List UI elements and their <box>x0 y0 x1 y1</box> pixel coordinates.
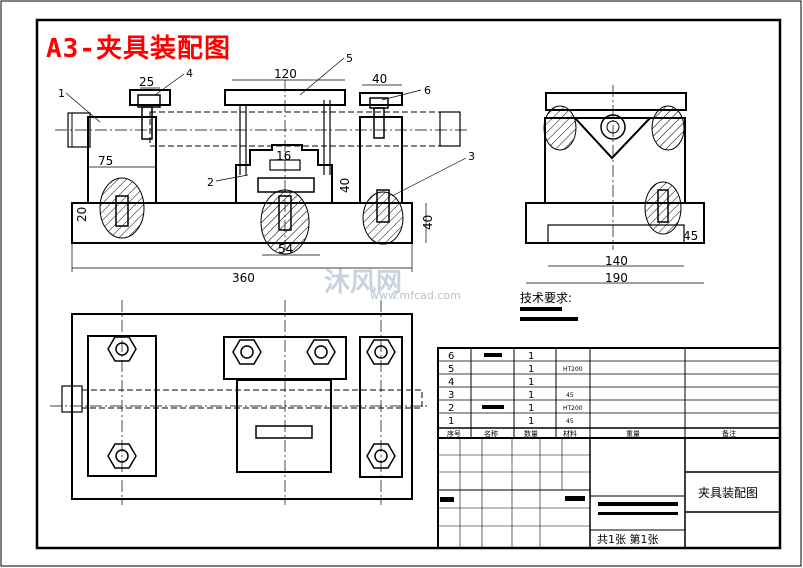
bom-row-qty: 1 <box>528 364 534 375</box>
callout-3: 3 <box>468 150 475 163</box>
watermark-url: www.mfcad.com <box>370 289 461 302</box>
callout-5: 5 <box>346 52 353 65</box>
dim-label: 360 <box>232 271 255 285</box>
bom-row-no: 6 <box>448 351 454 362</box>
bom-row-qty: 1 <box>528 377 534 388</box>
tech-req-line-2 <box>520 317 578 321</box>
top-view <box>50 300 430 505</box>
dim-label: 20 <box>75 207 89 222</box>
dim-label: 40 <box>372 72 387 86</box>
bom-header: 重量 <box>626 430 640 438</box>
tech-req-line-1 <box>520 307 562 311</box>
bom-headers: 序号 名称 数量 材料 重量 备注 <box>447 429 736 438</box>
dim-label: 140 <box>605 254 628 268</box>
bom-row-qty: 1 <box>528 416 534 427</box>
dimension-labels: 25 120 40 75 16 40 20 54 40 360 140 190 … <box>75 67 698 285</box>
bom-row-no: 5 <box>448 364 454 375</box>
bom-rows: 6 5 4 3 2 1 1 1 1 1 1 1 <box>448 351 534 427</box>
bom-header: 备注 <box>722 429 736 438</box>
bom-row-no: 2 <box>448 403 454 414</box>
bom-row-material: 45 <box>566 392 574 399</box>
dim-label: 120 <box>274 67 297 81</box>
callout-1: 1 <box>58 87 65 100</box>
bom-header: 名称 <box>484 429 498 438</box>
dim-label: 40 <box>421 215 435 230</box>
dim-label: 45 <box>683 229 698 243</box>
part-callouts: 1 2 3 4 5 6 <box>58 52 475 189</box>
page-title: A3-夹具装配图 <box>46 34 231 64</box>
bom-header: 数量 <box>524 429 538 438</box>
bom-header: 材料 <box>563 429 577 438</box>
bom-row-material: 45 <box>566 418 574 425</box>
dim-label: 16 <box>276 149 291 163</box>
bom-row-no: 3 <box>448 390 454 401</box>
bom-row-no: 4 <box>448 377 454 388</box>
tech-requirements-label: 技术要求: <box>520 291 573 305</box>
callout-6: 6 <box>424 84 431 97</box>
bom-row-material: HT200 <box>563 405 583 412</box>
dim-label: 190 <box>605 271 628 285</box>
bom-materials: HT200 45 HT200 45 <box>563 366 583 425</box>
side-view <box>525 85 705 284</box>
sheet-info: 共1张 第1张 <box>597 532 659 546</box>
bom-row-qty: 1 <box>528 351 534 362</box>
dim-label: 75 <box>98 154 113 168</box>
dim-label: 40 <box>338 178 352 193</box>
bom-row-qty: 1 <box>528 390 534 401</box>
bom-table <box>437 347 781 439</box>
bom-header: 序号 <box>447 429 461 438</box>
watermark-brand: 沐风网 <box>324 268 403 298</box>
dim-label: 25 <box>139 75 154 89</box>
drawing-name: 夹具装配图 <box>698 486 758 500</box>
front-view <box>55 57 470 272</box>
bom-row-no: 1 <box>448 416 454 427</box>
inner-frame <box>35 18 782 550</box>
callout-4: 4 <box>186 67 193 80</box>
bom-row-material: HT200 <box>563 366 583 373</box>
callout-2: 2 <box>207 176 214 189</box>
title-block <box>437 437 781 549</box>
dim-label: 54 <box>278 242 293 256</box>
bom-row-qty: 1 <box>528 403 534 414</box>
